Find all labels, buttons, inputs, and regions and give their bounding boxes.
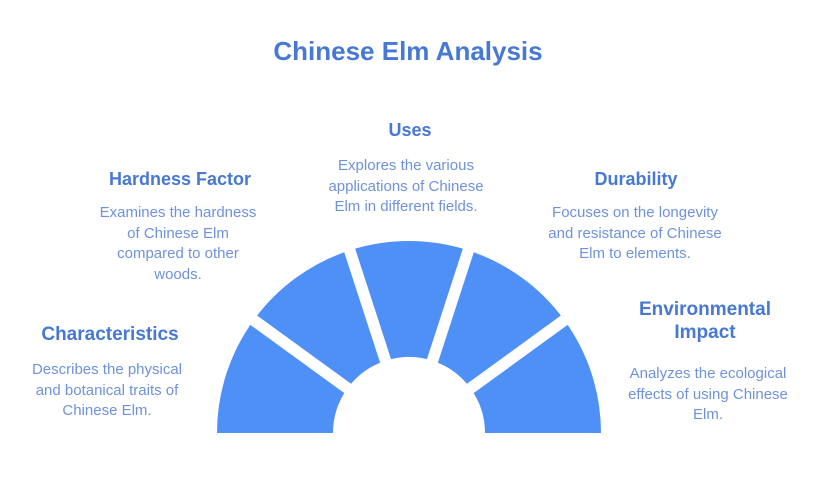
page-title: Chinese Elm Analysis [273,36,543,66]
fan-segment-gap [243,310,413,438]
fan-chart [217,241,601,438]
fan-segment-gap [341,241,415,435]
section-description-uses: Explores the various applications of Chi… [328,157,484,215]
fan-segment-hardness [253,250,386,389]
section-description-characteristics: Describes the physical and botanical tra… [31,361,183,419]
fan-segment-durability [432,250,565,389]
section-description-environmental-impact: Analyzes the ecological effects of using… [628,365,788,423]
section-description-hardness-factor: Examines the hardness of Chinese Elm com… [99,204,257,283]
section-heading-environmental-impact: Environmental Impact [639,299,771,343]
fan-segment-characteristics [217,320,348,433]
fan-segment-gap [403,241,477,435]
fan-segment-environmental [470,320,601,433]
section-heading-characteristics: Characteristics [41,324,179,345]
section-description-durability: Focuses on the longevity and resistance … [548,204,722,262]
section-heading-hardness-factor: Hardness Factor [108,169,252,189]
fan-segment-gap [405,310,575,438]
section-heading-durability: Durability [594,169,678,189]
section-heading-uses: Uses [388,120,432,140]
